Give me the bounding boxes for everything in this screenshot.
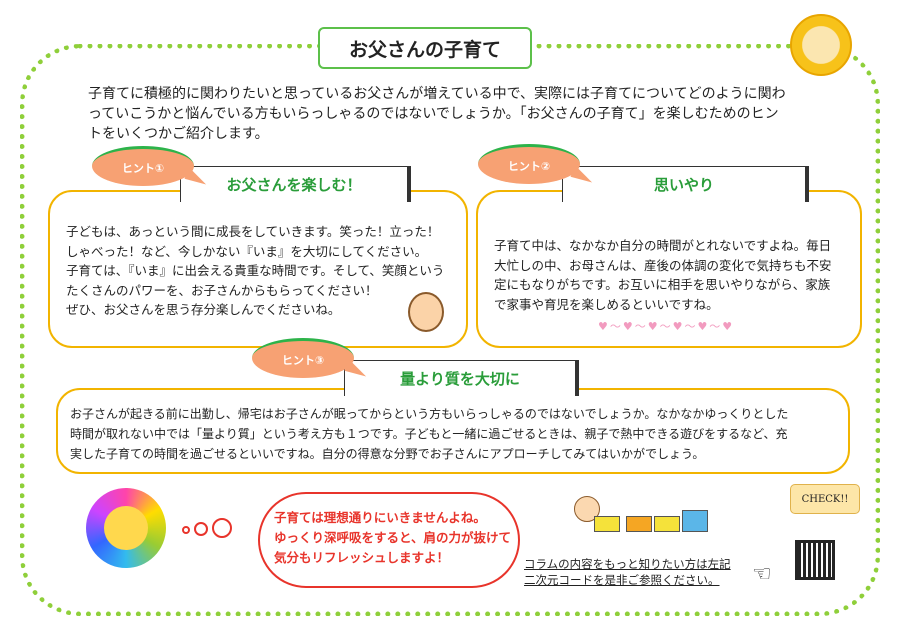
hint-3-line: 実した子育ての時間を過ごせるといいですね。自分の得意な分野でお子さんにアプローチ… <box>70 447 705 461</box>
thought-dot <box>194 522 208 536</box>
check-callout: CHECK!! <box>790 484 860 514</box>
thought-dot <box>212 518 232 538</box>
hint-1-line: ぜひ、お父さんを思う存分楽しんでくださいね。 <box>66 302 341 317</box>
sunflower-illustration <box>790 14 852 76</box>
toy-train-illustration <box>574 496 710 540</box>
note-line: 二次元コードを是非ご参照ください。 <box>524 573 720 587</box>
bubble-line: ゆっくり深呼吸をすると、肩の力が抜けて <box>274 530 512 545</box>
intro-text: 子育てに積極的に関わりたいと思っているお父さんが増えている中で、実際には子育てに… <box>88 86 786 142</box>
hint-3-title: 量より質を大切に <box>344 360 576 396</box>
qr-code[interactable] <box>795 540 835 580</box>
hint-1-line: たくさんのパワーを、お子さんからもらってください！ <box>66 282 378 298</box>
bubble-line: 気分もリフレッシュしますよ！ <box>274 550 450 565</box>
hint-1-line: しゃべった！など、今しかない『いま』を大切にしてください。 <box>66 243 428 259</box>
thought-dot <box>182 526 190 534</box>
hint-3-badge: ヒント③ <box>252 338 354 378</box>
father-face-icon <box>408 292 444 332</box>
hint-1-box: 子どもは、あっという間に成長をしていきます。笑った！立った！ しゃべった！など、… <box>48 190 468 348</box>
hint-3-line: お子さんが起きる前に出勤し、帰宅はお子さんが眠ってからという方もいらっしゃるので… <box>70 407 789 421</box>
hint-3-box: お子さんが起きる前に出勤し、帰宅はお子さんが眠ってからという方もいらっしゃるので… <box>56 388 850 474</box>
thought-bubble: 子育ては理想通りにいきませんよね。 ゆっくり深呼吸をすると、肩の力が抜けて 気分… <box>258 492 520 588</box>
hint-1-line: 子どもは、あっという間に成長をしていきます。笑った！立った！ <box>66 224 440 239</box>
hint-3-line: 時間が取れない中では「量より質」という考え方も１つです。子どもと一緒に過ごせると… <box>70 427 788 441</box>
flower-smiley-illustration <box>86 488 166 568</box>
hint-2-title: 思いやり <box>562 166 806 202</box>
hint-1-badge: ヒント① <box>92 146 194 186</box>
hint-2-box: 子育て中は、なかなか自分の時間がとれないですよね。毎日 大忙しの中、お母さんは、… <box>476 190 862 348</box>
hint-2-line: 大忙しの中、お母さんは、産後の体調の変化で気持ちも不安 <box>494 257 832 273</box>
bubble-line: 子育ては理想通りにいきませんよね。 <box>274 510 486 525</box>
hint-1-line: 子育ては、『いま』に出会える貴重な時間です。そして、笑顔という <box>66 263 445 278</box>
hearts-decoration: ♥～♥～♥～♥～♥～♥ <box>598 320 735 333</box>
note-line: コラムの内容をもっと知りたい方は左記 <box>524 557 731 571</box>
hint-2-badge: ヒント② <box>478 144 580 184</box>
page-title: お父さんの子育て <box>318 27 532 69</box>
hint-1-title: お父さんを楽しむ！ <box>180 166 408 202</box>
hint-2-line: 定にもなりがちです。お互いに相手を思いやりながら、家族 <box>494 277 831 292</box>
qr-note: コラムの内容をもっと知りたい方は左記 二次元コードを是非ご参照ください。 <box>524 556 731 588</box>
pointing-hand-icon: ☜ <box>752 562 772 587</box>
hint-2-line: で家事や育児を楽しめるといいですね。 <box>494 296 719 312</box>
hint-2-line: 子育て中は、なかなか自分の時間がとれないですよね。毎日 <box>494 238 832 253</box>
